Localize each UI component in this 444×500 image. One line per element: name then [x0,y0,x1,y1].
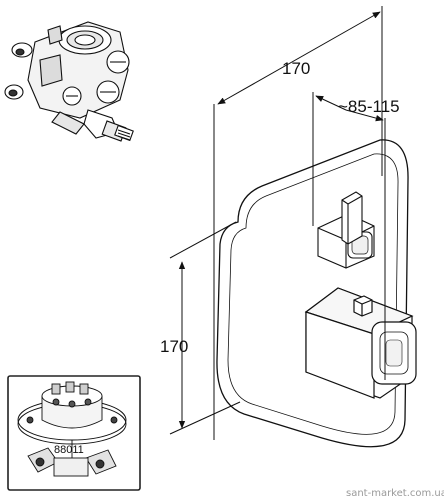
valve-body-illustration [4,21,134,142]
height-dimension-label: 170 [160,337,188,356]
inset-part-number: 88011 [54,444,84,456]
faceplate [216,139,409,448]
width-dimension-label: 170 [282,59,310,78]
rough-in-inset: 88011 [7,375,141,491]
depth-dimension-label: ~85-115 [338,97,400,116]
inset-rough-in-body [17,381,127,477]
watermark-text: sant-market.com.ua [346,488,444,499]
diverter-lever [317,191,375,269]
dimension-lines [169,6,386,440]
